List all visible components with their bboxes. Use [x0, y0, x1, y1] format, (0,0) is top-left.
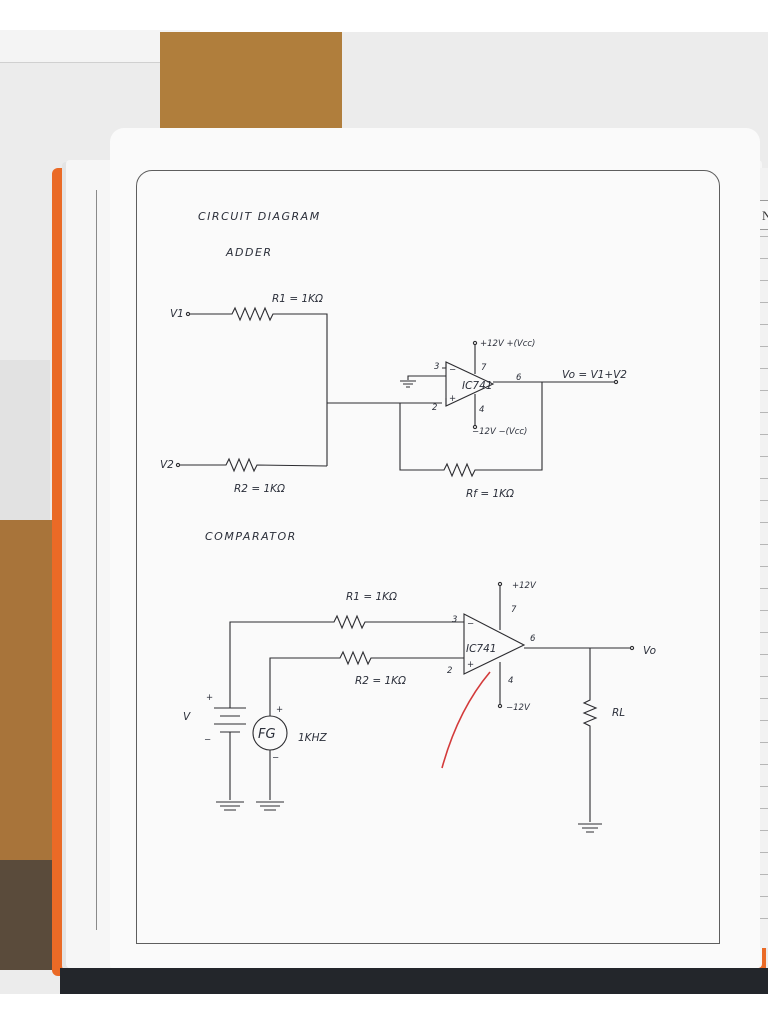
adder-minus-sign: − — [449, 365, 456, 375]
diagram-heading: CIRCUIT DIAGRAM — [198, 210, 321, 223]
page-margin-line — [96, 190, 105, 930]
r1-resistor — [190, 306, 328, 466]
adder-pin-3: 3 — [434, 362, 439, 372]
adder-pin-7: 7 — [481, 363, 487, 373]
comparator-title: COMPARATOR — [205, 530, 297, 543]
comparator-opamp — [463, 613, 526, 675]
adder-plus-sign: + — [449, 394, 456, 404]
comparator-r1-label: R1 = 1KΩ — [346, 591, 397, 603]
adder-pin-4: 4 — [479, 405, 484, 415]
adder-ic-label: IC741 — [462, 380, 492, 392]
load-resistor — [582, 648, 598, 822]
dc-source-plus: + — [206, 693, 213, 703]
dc-source-symbol — [214, 707, 246, 733]
fg-minus: − — [272, 753, 279, 763]
comparator-r1-resistor — [229, 614, 464, 700]
adder-input-v2: V2 — [160, 459, 174, 471]
comparator-pin-4: 4 — [508, 676, 513, 686]
page-border — [136, 170, 720, 944]
load-ground-symbol — [578, 823, 602, 833]
adder-title: ADDER — [225, 246, 273, 259]
adder-ground-wire — [407, 375, 446, 380]
adder-pin-2: 2 — [432, 403, 437, 413]
v1-terminal — [185, 311, 191, 317]
adder-circuit: V1 R1 = 1KΩ V2 R2 = 1KΩ Rf = 1KΩ IC741 −… — [160, 293, 627, 500]
notebook-page — [110, 128, 760, 970]
comparator-pin-3: 3 — [452, 615, 457, 625]
dc-source-label: V — [183, 711, 191, 723]
comparator-r2-label: R2 = 1KΩ — [355, 675, 406, 687]
adder-vplus-label: +12V +(Vcc) — [480, 339, 535, 349]
fg-plus: + — [276, 705, 283, 715]
dc-source-ground — [216, 801, 244, 811]
comparator-pin-2: 2 — [447, 666, 452, 676]
bottom-shadow — [60, 968, 768, 994]
adder-r1-label: R1 = 1KΩ — [272, 293, 323, 305]
adder-input-v1: V1 — [170, 308, 184, 320]
adder-ground-symbol — [400, 380, 416, 388]
adder-pin-6: 6 — [516, 373, 522, 383]
function-generator-symbol — [252, 715, 288, 751]
red-pen-mark — [441, 671, 491, 769]
v2-terminal — [175, 462, 181, 468]
adder-r2-label: R2 = 1KΩ — [234, 483, 285, 495]
fg-frequency-label: 1KHZ — [298, 732, 327, 744]
rf-feedback — [399, 382, 543, 478]
comparator-pin-7: 7 — [511, 605, 517, 615]
table-shadow — [0, 860, 58, 970]
fg-ground — [256, 801, 284, 811]
comparator-vplus-label: +12V — [512, 581, 537, 591]
dc-source-minus: − — [204, 735, 211, 745]
load-resistor-label: RL — [612, 707, 625, 719]
adder-output-label: Vo = V1+V2 — [562, 369, 627, 381]
adder-vminus-label: −12V −(Vcc) — [472, 427, 527, 437]
comparator-plus-sign: + — [467, 660, 474, 670]
adder-rf-label: Rf = 1KΩ — [466, 488, 514, 500]
comparator-output-label: Vo — [643, 645, 656, 657]
comparator-r2-resistor — [269, 650, 464, 700]
r2-resistor — [180, 457, 328, 473]
function-generator-label: FG — [258, 727, 276, 742]
comparator-pin-6: 6 — [530, 634, 536, 644]
wooden-table-left — [0, 520, 56, 860]
comparator-ic-label: IC741 — [466, 643, 496, 655]
comparator-minus-sign: − — [467, 619, 474, 629]
comparator-vminus-label: −12V — [506, 703, 531, 713]
comparator-circuit: R1 = 1KΩ 3 R2 = 1KΩ 2 IC741 − + +12V 7 4… — [183, 581, 656, 833]
